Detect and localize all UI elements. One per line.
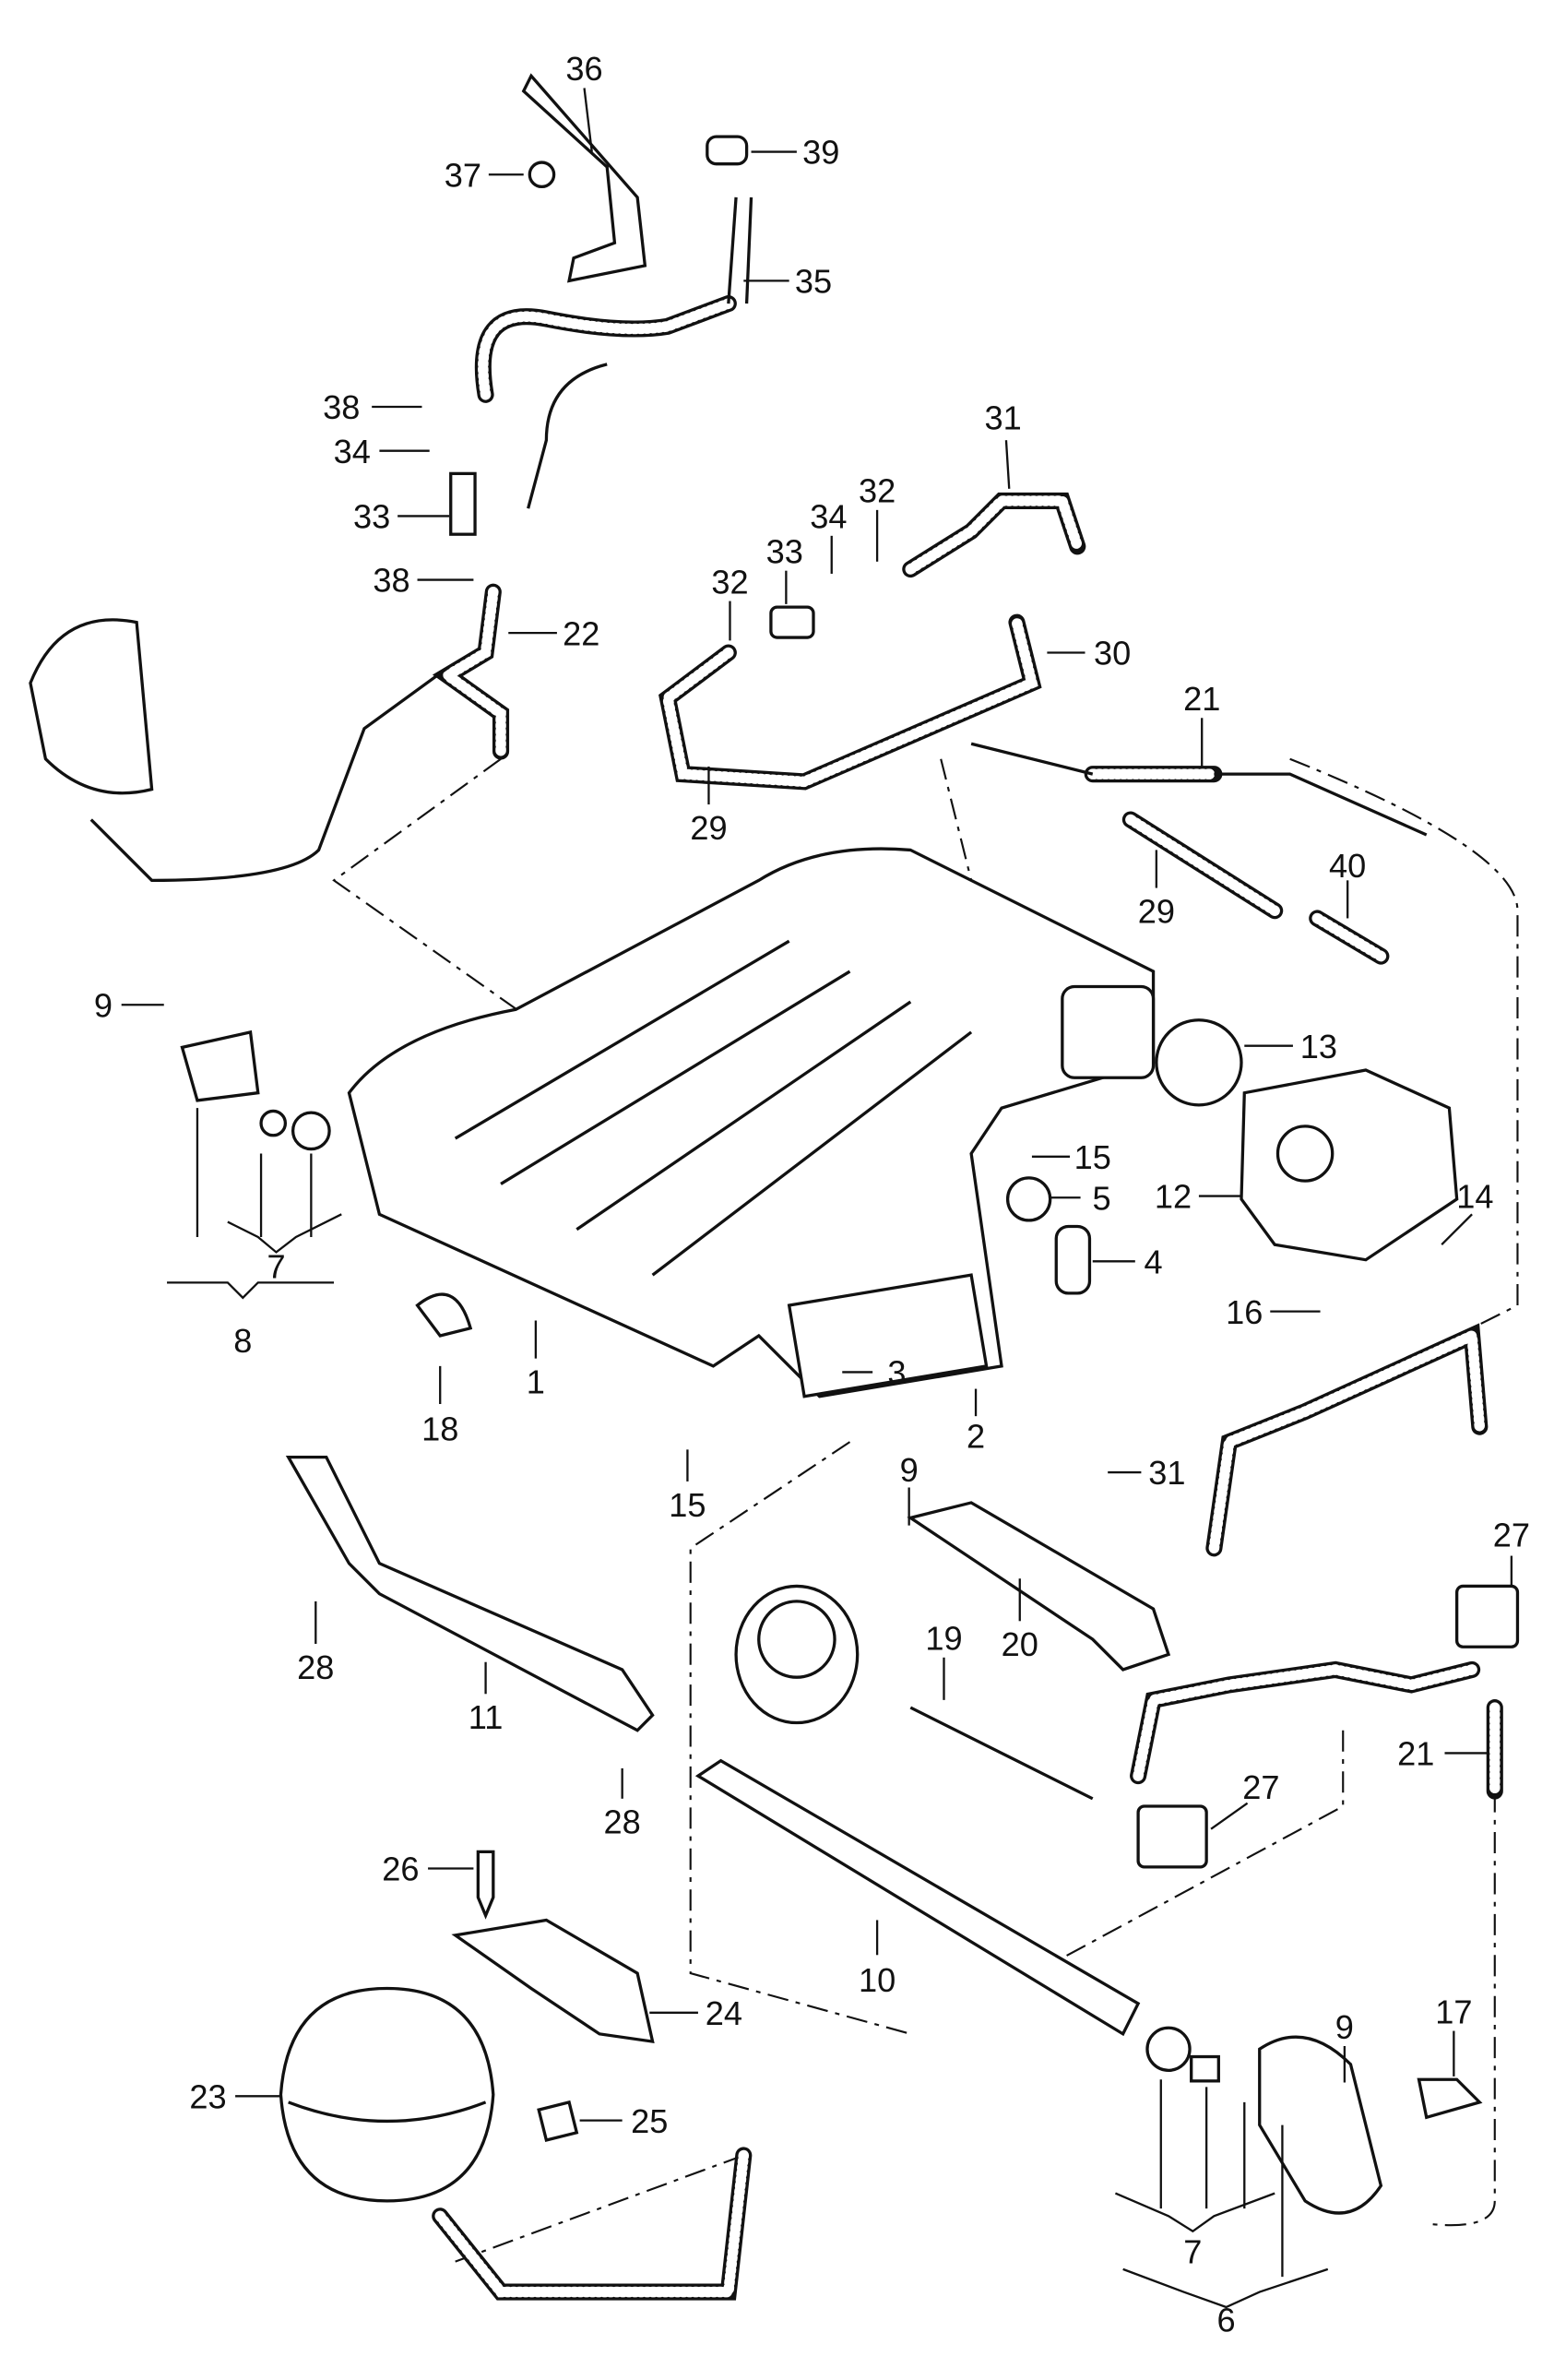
- callout-17: 17: [1435, 1993, 1472, 2030]
- callout-26: 26: [382, 1850, 419, 1888]
- callout-13: 13: [1300, 1028, 1337, 1065]
- callout-31: 31: [985, 399, 1022, 437]
- callout-25: 25: [631, 2102, 668, 2140]
- callout-23: 23: [189, 2077, 226, 2115]
- callout-33: 33: [353, 498, 390, 536]
- callout-29: 29: [690, 809, 727, 847]
- actuator-6: [1258, 2035, 1383, 2215]
- callout-30: 30: [1094, 635, 1131, 672]
- solenoid-27a: [1454, 1584, 1520, 1648]
- callout-34b: 34: [810, 498, 847, 536]
- callout-38: 38: [323, 388, 360, 426]
- bracket-36: [521, 73, 647, 283]
- callout-27: 27: [1493, 1517, 1530, 1554]
- callout-1: 1: [527, 1363, 545, 1400]
- callout-15b: 15: [669, 1486, 706, 1524]
- callout-39: 39: [802, 134, 839, 172]
- throttle-body-12: [1240, 1068, 1459, 1262]
- callout-32: 32: [859, 472, 896, 510]
- intake-manifold-1: [347, 847, 1156, 1398]
- callout-33b: 33: [766, 532, 803, 570]
- o-ring-13: [1155, 1018, 1243, 1107]
- gasket-3: [787, 1273, 989, 1398]
- callout-21: 21: [1183, 680, 1220, 718]
- solenoid-27b: [1136, 1804, 1208, 1869]
- callout-9c: 9: [1335, 2008, 1354, 2046]
- callout-11: 11: [469, 1698, 504, 1736]
- vacuum-reservoir-10: [694, 1758, 1141, 2037]
- leader-lines: [121, 88, 1513, 2309]
- callout-34: 34: [334, 433, 371, 470]
- callout-29b: 29: [1138, 892, 1175, 930]
- valve-33b: [769, 605, 815, 639]
- callout-18: 18: [421, 1410, 458, 1447]
- gasket-13-flange: [1061, 984, 1156, 1079]
- bolt-25: [537, 2100, 579, 2143]
- callout-32b: 32: [711, 563, 748, 601]
- callout-14: 14: [1456, 1178, 1493, 1216]
- clamp-39: [706, 135, 749, 166]
- bracket-17: [1417, 2077, 1483, 2120]
- parts: [29, 73, 1520, 2215]
- bracket-20: [907, 1501, 1171, 1672]
- bracket-24: [451, 1918, 655, 2044]
- hoses: [89, 196, 1503, 2301]
- callout-9: 9: [94, 986, 113, 1024]
- callout-7b: 7: [1183, 2232, 1202, 2270]
- callout-35: 35: [795, 263, 832, 301]
- callout-36: 36: [565, 50, 602, 88]
- callout-27b: 27: [1242, 1768, 1279, 1806]
- callout-22: 22: [563, 614, 599, 652]
- callout-37: 37: [445, 156, 481, 194]
- callout-38b: 38: [373, 562, 409, 600]
- callout-28: 28: [297, 1648, 334, 1686]
- callout-5: 5: [1093, 1179, 1111, 1217]
- callout-16: 16: [1226, 1293, 1263, 1331]
- callout-24: 24: [706, 1994, 742, 2032]
- callout-20: 20: [1002, 1625, 1038, 1663]
- callout-9b: 9: [900, 1451, 919, 1489]
- gasket-4: [1054, 1224, 1092, 1295]
- callout-19: 19: [925, 1620, 962, 1658]
- check-valve-33: [449, 471, 477, 536]
- actuator-8: [180, 1029, 260, 1102]
- bracket-11: [285, 1455, 655, 1732]
- callout-8: 8: [233, 1322, 252, 1360]
- callout-labels: 36 37 39 35 38 34 33 38 22 31 32 34 33 3…: [94, 50, 1530, 2338]
- callout-21b: 21: [1397, 1735, 1434, 1773]
- callout-28b: 28: [604, 1803, 641, 1841]
- gasket-5: [1005, 1176, 1052, 1222]
- callout-31b: 31: [1148, 1454, 1185, 1492]
- air-duct: [29, 618, 154, 795]
- vacuum-reservoir-23: [279, 1986, 495, 2203]
- callout-3: 3: [887, 1354, 906, 1392]
- callout-12: 12: [1155, 1178, 1192, 1216]
- clip-18: [415, 1292, 473, 1338]
- callout-15: 15: [1074, 1138, 1111, 1176]
- callout-7: 7: [267, 1247, 285, 1285]
- callout-10: 10: [859, 1961, 896, 1999]
- callout-40: 40: [1329, 847, 1366, 885]
- nut-37: [528, 161, 556, 189]
- callout-4: 4: [1144, 1243, 1162, 1280]
- callout-2: 2: [967, 1418, 985, 1456]
- screw-26: [476, 1850, 495, 1920]
- callout-6: 6: [1216, 2301, 1235, 2338]
